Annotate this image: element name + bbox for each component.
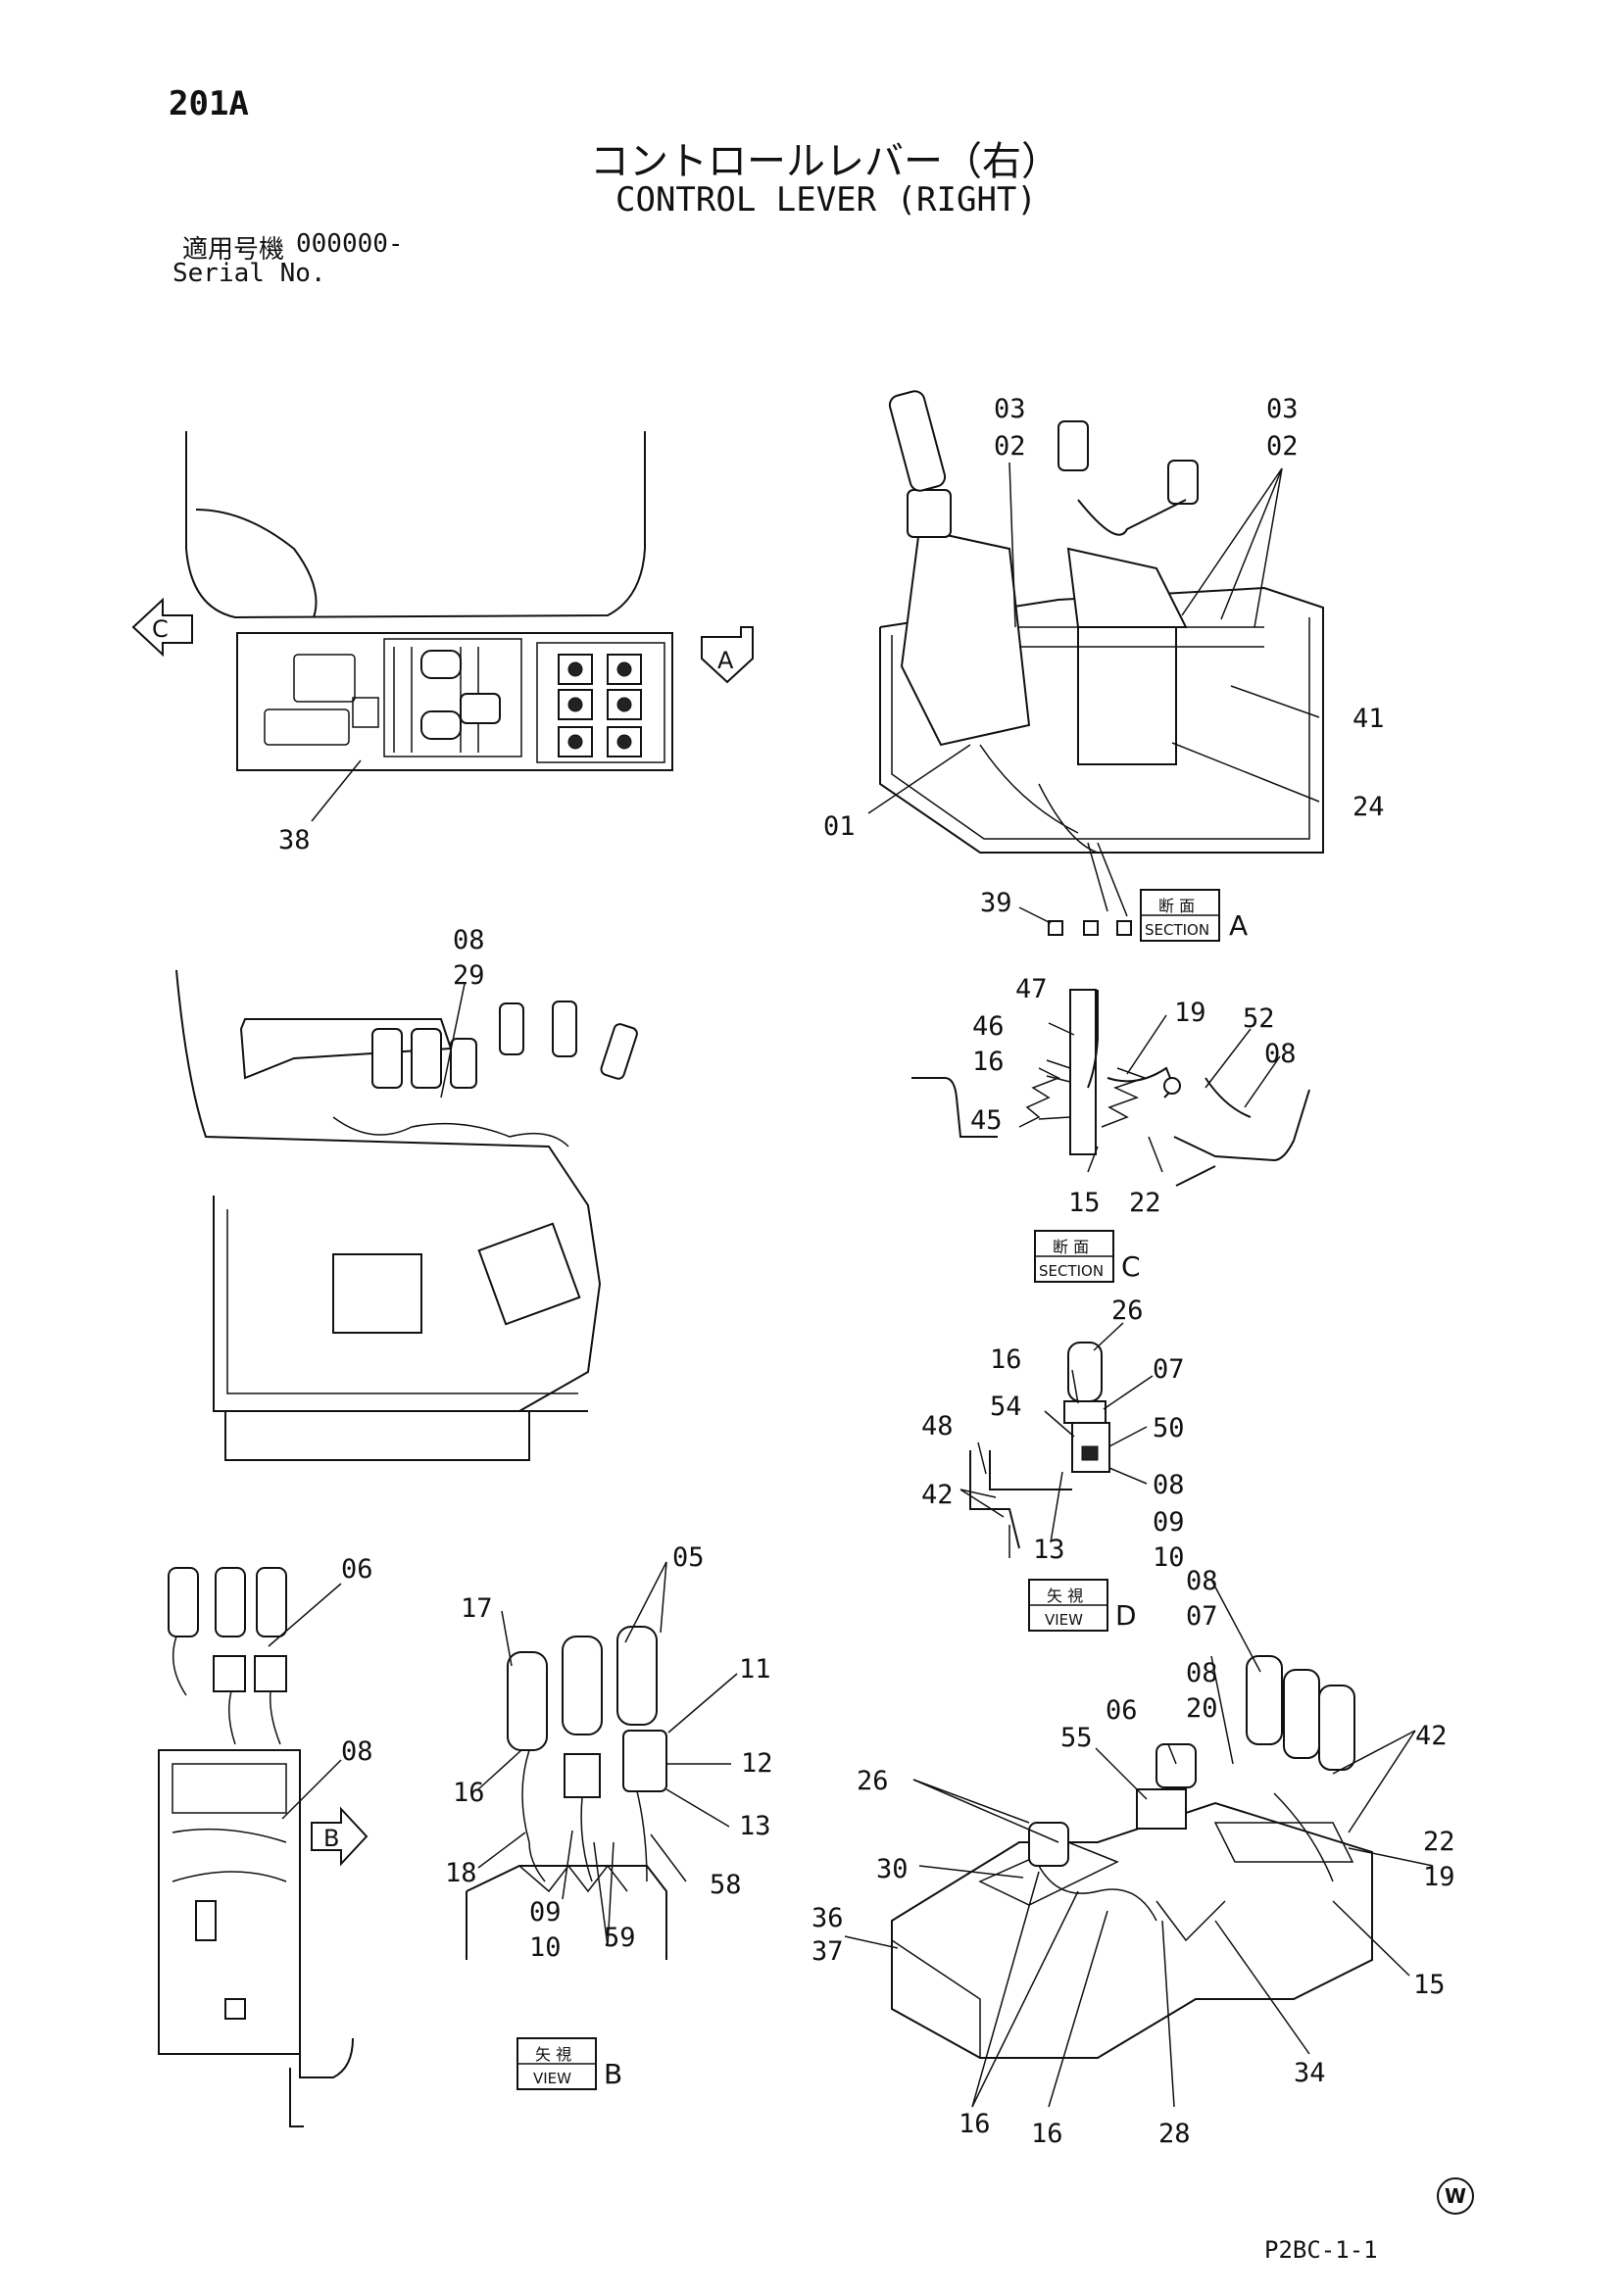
section-c-view: 47 46 19 52 16 08 45 15 22 断 面 SECTION C: [911, 974, 1310, 1283]
callout-16-d: 16: [990, 1344, 1022, 1375]
section-c-letter: C: [1121, 1250, 1141, 1283]
top-plan-view: C A 38: [131, 431, 754, 855]
view-d-letter: D: [1115, 1599, 1137, 1632]
callout-08-p2: 08: [1186, 1658, 1218, 1688]
callout-37: 37: [812, 1936, 844, 1967]
callout-15-p: 15: [1413, 1970, 1446, 2000]
callout-17: 17: [461, 1593, 493, 1624]
callout-42-p: 42: [1415, 1721, 1448, 1751]
callout-08-p1: 08: [1186, 1566, 1218, 1596]
callout-24: 24: [1352, 792, 1385, 822]
front-view: B 06 08: [158, 1554, 373, 2127]
callout-52: 52: [1243, 1003, 1275, 1034]
section-c-jp: 断 面: [1053, 1238, 1089, 1256]
view-b-letter: B: [604, 2058, 622, 2090]
callout-48: 48: [921, 1411, 954, 1441]
callout-03-a: 03: [994, 394, 1026, 424]
arrow-c-label: C: [152, 615, 169, 643]
view-d-en: VIEW: [1045, 1611, 1083, 1629]
view-b-en: VIEW: [533, 2070, 571, 2087]
callout-39: 39: [980, 888, 1012, 918]
callout-34: 34: [1294, 2058, 1326, 2088]
callout-08-d: 08: [1153, 1470, 1185, 1500]
callout-13-d: 13: [1033, 1535, 1065, 1565]
callout-08-side: 08: [453, 925, 485, 955]
side-view: 08 29: [175, 925, 638, 1461]
view-b: 05 17 11 12 16 13 18 58 09 10 59 矢 視 VIE…: [445, 1542, 773, 2090]
callout-22-c: 22: [1129, 1188, 1161, 1218]
callout-12: 12: [741, 1748, 773, 1779]
section-c-en: SECTION: [1039, 1262, 1104, 1280]
callout-26-p: 26: [857, 1766, 889, 1796]
section-a-jp: 断 面: [1158, 897, 1195, 915]
title-english: CONTROL LEVER (RIGHT): [615, 180, 1037, 220]
callout-28: 28: [1158, 2119, 1191, 2149]
callout-46: 46: [972, 1011, 1005, 1042]
callout-22-p: 22: [1423, 1827, 1455, 1857]
view-d: 26 16 07 54 50 48 42 08 09 10 13 矢 視 VIE…: [921, 1295, 1185, 1632]
callout-06-front: 06: [341, 1554, 373, 1585]
callout-07-p: 07: [1186, 1601, 1218, 1632]
serial-label-japanese: 適用号機: [182, 235, 285, 265]
arrow-b-label: B: [323, 1825, 339, 1852]
callout-19-c: 19: [1174, 998, 1206, 1028]
callout-36: 36: [812, 1903, 844, 1933]
callout-58: 58: [710, 1870, 742, 1900]
callout-18: 18: [445, 1858, 477, 1888]
callout-42-d: 42: [921, 1480, 954, 1510]
sheet-code: P2BC-1-1: [1264, 2236, 1378, 2264]
callout-01: 01: [823, 811, 856, 842]
callout-03-b: 03: [1266, 394, 1299, 424]
callout-07-d: 07: [1153, 1354, 1185, 1385]
callout-11: 11: [739, 1654, 771, 1685]
callout-45: 45: [970, 1105, 1003, 1136]
callout-16-c: 16: [972, 1047, 1005, 1077]
callout-10-b: 10: [529, 1932, 562, 1963]
callout-08-front: 08: [341, 1736, 373, 1767]
callout-16-b: 16: [453, 1778, 485, 1808]
callout-09-d: 09: [1153, 1507, 1185, 1538]
section-a-view: 03 02 03 02 41 24 01 39 断 面 SECTION A: [823, 390, 1385, 942]
serial-label-english: Serial No.: [172, 259, 326, 288]
section-a-en: SECTION: [1145, 921, 1209, 939]
callout-30: 30: [876, 1854, 909, 1884]
title-japanese: コントロールレバー（右）: [590, 139, 1060, 184]
view-b-jp: 矢 視: [535, 2045, 571, 2064]
callout-02-a: 02: [994, 431, 1026, 462]
callout-47: 47: [1015, 974, 1048, 1004]
callout-15-c: 15: [1068, 1188, 1101, 1218]
callout-29: 29: [453, 960, 485, 991]
callout-16-p2: 16: [1031, 2119, 1063, 2149]
view-d-jp: 矢 視: [1047, 1587, 1083, 1605]
w-circle-mark: W: [1437, 2177, 1474, 2215]
arrow-a-label: A: [717, 647, 734, 674]
callout-02-b: 02: [1266, 431, 1299, 462]
serial-value: 000000-: [296, 229, 404, 259]
callout-50: 50: [1153, 1413, 1185, 1443]
callout-19-p: 19: [1423, 1862, 1455, 1892]
callout-09-b: 09: [529, 1897, 562, 1928]
callout-38: 38: [278, 825, 311, 855]
callout-05: 05: [672, 1542, 705, 1573]
callout-16-p1: 16: [959, 2109, 991, 2139]
callout-55: 55: [1060, 1723, 1093, 1753]
callout-41: 41: [1352, 704, 1385, 734]
callout-59: 59: [604, 1923, 636, 1953]
callout-13-b: 13: [739, 1811, 771, 1841]
perspective-view: 08 07 08 20 06 55 42 26 22 19 30 36 37 1…: [812, 1566, 1455, 2149]
callout-20: 20: [1186, 1693, 1218, 1724]
callout-54: 54: [990, 1392, 1022, 1422]
callout-08-c: 08: [1264, 1039, 1297, 1069]
callout-26-d: 26: [1111, 1295, 1144, 1326]
page-code: 201A: [169, 84, 249, 123]
callout-10-d: 10: [1153, 1542, 1185, 1573]
section-a-letter: A: [1229, 909, 1248, 942]
callout-06-p: 06: [1106, 1695, 1138, 1726]
